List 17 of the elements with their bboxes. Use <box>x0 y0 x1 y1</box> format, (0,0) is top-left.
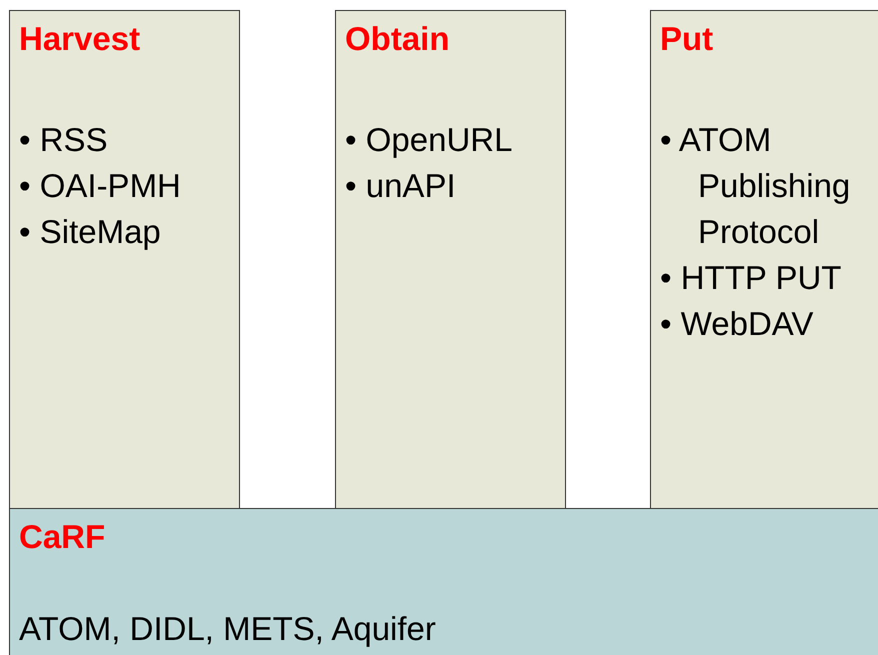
list-item: • RSS <box>19 120 109 160</box>
box-heading: Put <box>660 19 714 59</box>
body-text: ATOM, DIDL, METS, Aquifer <box>19 609 436 649</box>
list-item: • HTTP PUT <box>660 258 842 298</box>
box-heading: CaRF <box>19 517 106 557</box>
column-box <box>335 10 566 509</box>
list-item: • OpenURL <box>345 120 514 160</box>
list-item: • unAPI <box>345 166 457 206</box>
column-box <box>650 10 878 509</box>
list-item: • WebDAV <box>660 304 814 344</box>
list-item: • OAI-PMH <box>19 166 182 206</box>
list-item: • SiteMap <box>19 212 162 252</box>
base-band <box>9 508 878 655</box>
box-heading: Obtain <box>345 19 450 59</box>
box-heading: Harvest <box>19 19 140 59</box>
column-box <box>9 10 240 509</box>
list-item: • ATOM Publishing Protocol <box>660 120 852 252</box>
